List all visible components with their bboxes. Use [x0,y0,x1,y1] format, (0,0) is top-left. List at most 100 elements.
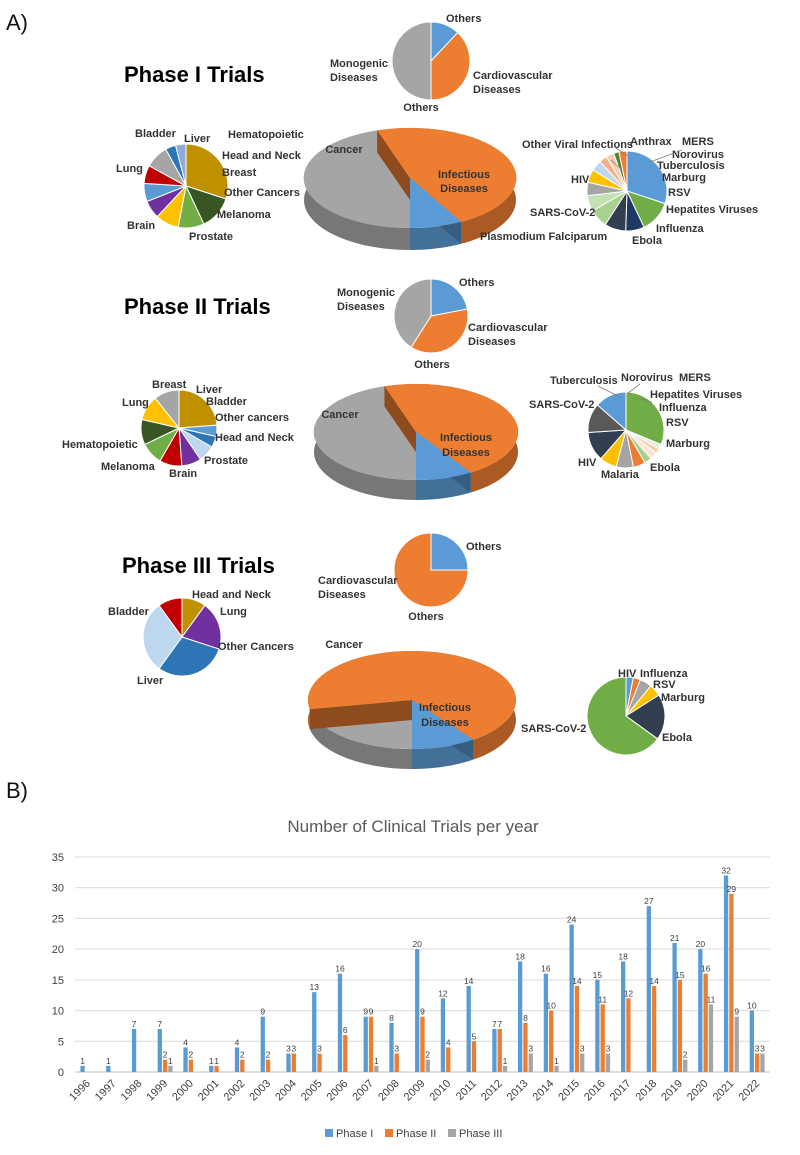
x-tick-label: 1999 [144,1078,170,1104]
x-tick-label: 2010 [428,1078,454,1104]
data-label-phase-i-2020: 20 [696,939,706,949]
legend-swatch-phase-iii [448,1129,456,1137]
phase-1-others-slice-monogenic-diseases [391,21,432,101]
x-tick-label: 1996 [67,1078,93,1104]
phase-2-infectious-label-ebola: Ebola [650,462,681,474]
data-label-phase-ii-2013: 8 [523,1013,528,1023]
x-tick-label: 2013 [505,1078,531,1104]
phase-2-others-label-others: Others [459,277,494,289]
bar-phase-iii-2013 [528,1053,533,1072]
data-label-phase-i-2018: 27 [644,896,654,906]
bar-phase-ii-2022 [754,1053,760,1072]
phase-2-cancer-slice-lung [178,389,218,429]
phase-3-cancer-slice-other-cancers [181,604,222,650]
data-label-phase-i-2017: 18 [618,951,628,961]
bar-phase-i-2003 [260,1016,265,1072]
x-tick-label: 2003 [247,1078,273,1104]
data-label-phase-iii-2014: 1 [554,1056,559,1066]
bar-phase-i-2009 [415,949,420,1072]
main-pie-slice-others [410,178,462,250]
bar-phase-ii-1999 [162,1059,168,1072]
data-label-phase-iii-2019: 2 [683,1050,688,1060]
phase-2-infectious-label-mers: MERS [679,372,711,384]
data-label-phase-i-2012: 7 [492,1019,497,1029]
y-tick-label: 0 [58,1067,64,1079]
data-label-phase-i-1996: 1 [80,1056,85,1066]
phase-2-title: Phase II Trials [124,294,271,319]
data-label-phase-ii-2022: 3 [755,1044,760,1054]
bar-phase-i-1999 [157,1029,162,1072]
data-label-phase-ii-2011: 5 [472,1031,477,1041]
phase-1-infectious-slice-hiv [626,150,668,205]
bar-phase-iii-2016 [605,1053,611,1072]
x-tick-label: 2005 [299,1078,325,1104]
data-label-phase-ii-2014: 10 [546,1001,556,1011]
data-label-phase-i-1998: 7 [132,1019,137,1029]
bar-phase-i-2014 [543,973,549,1072]
phase-1-main-label-others: Others [403,102,438,114]
bar-phase-ii-2001 [214,1065,219,1072]
phase-2-main-label-infectious-1: Infectious [440,432,492,444]
x-tick-label: 2006 [325,1078,351,1104]
phase-1-infectious-label-marburg: Marburg [662,172,706,184]
phase-2-main-label-cancer: Cancer [321,409,359,421]
bar-phase-ii-2010 [446,1047,451,1072]
data-label-phase-i-2009: 20 [412,939,422,949]
phase-2-cancer-label-bladder: Bladder [206,396,248,408]
data-label-phase-ii-2006: 6 [343,1025,348,1035]
data-label-phase-i-2006: 16 [335,964,345,974]
phase-3-main-label-infectious-2: Diseases [421,717,469,729]
bar-phase-iii-2009 [425,1059,430,1072]
phase-1-infectious-label-other-viral-infections: Other Viral Infections [522,139,633,151]
phase-2-infectious-label-tuberculosis: Tuberculosis [550,375,618,387]
bar-phase-iii-2022 [760,1053,765,1072]
data-label-phase-ii-2004: 3 [291,1044,296,1054]
panel-b-label: B) [6,778,28,803]
data-label-phase-iii-2009: 2 [425,1050,430,1060]
phase-3-figure: Phase III Trials CancerInfectiousDisease… [108,532,705,769]
data-label-phase-i-2000: 4 [183,1037,188,1047]
x-tick-label: 2020 [685,1078,711,1104]
data-label-phase-i-2013: 18 [515,951,525,961]
phase-3-cancer-label-lung: Lung [220,606,247,618]
y-tick-label: 10 [52,1006,64,1018]
trials-per-year-bar-chart: Number of Clinical Trials per year 05101… [52,817,770,1140]
phase-1-cancer-label-bladder: Bladder [135,128,177,140]
phase-3-main-label-cancer: Cancer [325,639,363,651]
data-label-phase-i-2007: 9 [363,1007,368,1017]
legend-label-phase-ii: Phase II [396,1128,436,1140]
phase-2-cancer-label-melanoma: Melanoma [101,461,156,473]
x-tick-label: 2009 [402,1078,428,1104]
data-label-phase-i-1999: 7 [157,1019,162,1029]
phase-3-others-label-others: Others [466,541,501,553]
phase-1-infectious-label-hepatites-viruses: Hepatites Viruses [666,204,758,216]
legend-label-phase-iii: Phase III [459,1128,502,1140]
phase-2-main-label-others: Others [414,359,449,371]
bar-phase-i-2021 [723,875,729,1072]
phase-2-cancer-label-liver: Liver [196,384,223,396]
bar-phase-i-2013 [518,961,523,1072]
phase-1-cancer-label-lung: Lung [116,163,143,175]
phase-2-infectious-label-rsv: RSV [666,417,689,429]
phase-1-cancer-label-other-cancers: Other Cancers [224,187,300,199]
phase-3-infectious-slice-ebola [625,694,666,740]
bar-phase-i-2020 [698,949,703,1072]
bar-phase-i-2008 [389,1022,394,1072]
data-label-phase-iii-2013: 3 [528,1044,533,1054]
data-label-phase-ii-2000: 2 [188,1050,193,1060]
bar-phase-ii-2017 [626,998,631,1072]
data-label-phase-ii-2008: 3 [394,1044,399,1054]
y-tick-label: 30 [52,883,64,895]
phase-2-others-slice-monogenic-diseases [393,278,432,348]
data-label-phase-ii-2009: 9 [420,1007,425,1017]
bar-phase-ii-2013 [523,1022,528,1072]
phase-3-main-label-others: Others [408,611,443,623]
x-tick-label: 2016 [582,1078,608,1104]
bar-phase-i-2016 [595,979,600,1072]
data-label-phase-ii-2002: 2 [240,1050,245,1060]
phase-1-infectious-label-norovirus: Norovirus [672,149,724,161]
